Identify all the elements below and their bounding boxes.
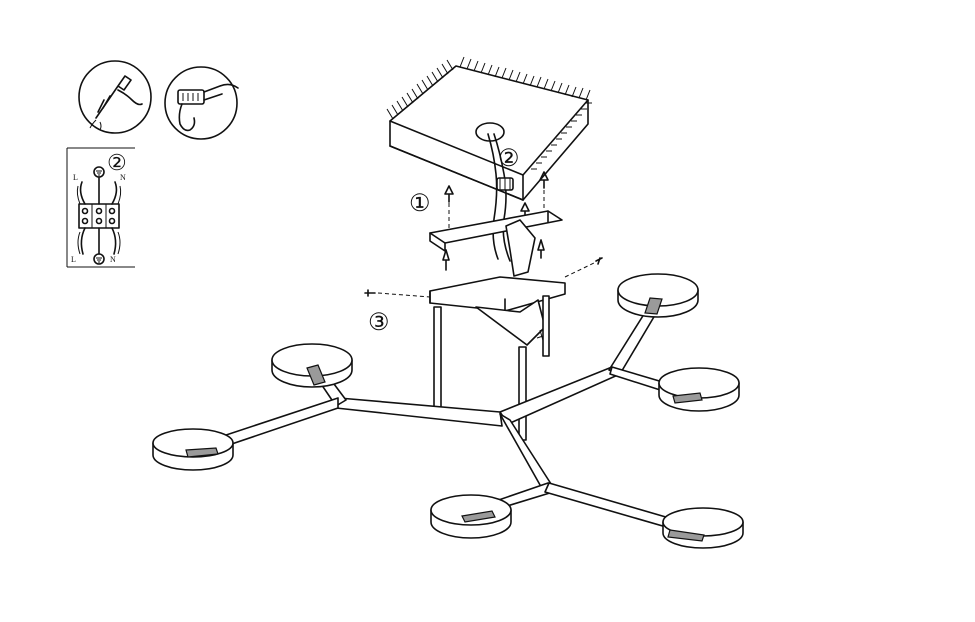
wire-label-neutral-top: N bbox=[120, 173, 126, 182]
suspension-rod bbox=[518, 346, 527, 441]
led-disc-head bbox=[430, 494, 512, 539]
side-screw-icon bbox=[364, 289, 431, 298]
screw-icon bbox=[537, 239, 545, 259]
led-disc-head bbox=[662, 507, 744, 549]
step-2-marker: ② bbox=[498, 146, 520, 172]
earth-ground-icon bbox=[93, 166, 105, 178]
screw-icon bbox=[442, 249, 450, 271]
step-1-marker: ① bbox=[409, 191, 431, 217]
earth-ground-icon bbox=[93, 253, 105, 265]
mounting-bracket bbox=[429, 210, 563, 277]
wire-connector-tool-icon bbox=[164, 66, 239, 140]
screw-icon bbox=[539, 171, 549, 222]
wire-label-live-top: L bbox=[73, 173, 78, 182]
led-disc-head bbox=[617, 273, 699, 318]
screwdriver-tool-icon bbox=[78, 60, 152, 134]
wiring-diagram-panel: L N L N ② bbox=[66, 147, 135, 268]
ceiling-mounting-plate bbox=[386, 56, 592, 201]
wire-label-neutral-bottom: N bbox=[110, 255, 116, 264]
led-disc-head bbox=[271, 343, 353, 388]
step-3-marker: ③ bbox=[368, 310, 390, 336]
led-disc-head bbox=[152, 428, 234, 471]
wire-label-live-bottom: L bbox=[71, 255, 76, 264]
screw-icon bbox=[444, 185, 454, 228]
fixture-canopy bbox=[429, 276, 566, 346]
side-screw-icon bbox=[564, 257, 603, 278]
fixture-arms bbox=[210, 302, 684, 532]
power-wires bbox=[487, 133, 514, 262]
wiring-step-marker: ② bbox=[107, 150, 127, 175]
led-disc-head bbox=[658, 367, 740, 412]
suspension-rod bbox=[433, 306, 442, 408]
suspension-rod bbox=[542, 295, 550, 357]
